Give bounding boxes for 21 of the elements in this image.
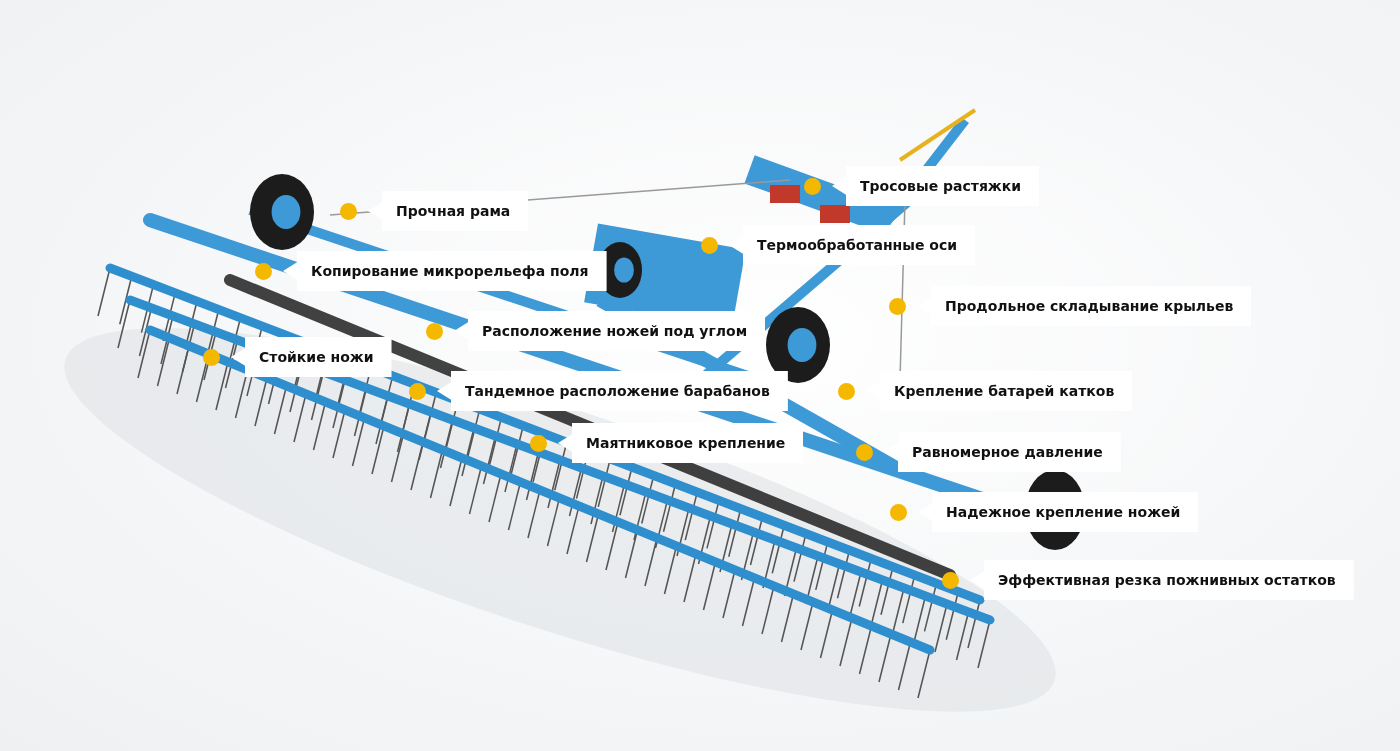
callout-label: Равномерное давление bbox=[884, 432, 1121, 472]
callout-label: Тандемное расположение барабанов bbox=[437, 371, 788, 411]
callout-label: Термообработанные оси bbox=[729, 225, 976, 265]
callout-label: Тросовые растяжки bbox=[832, 166, 1040, 206]
node-label: Термообработанные оси bbox=[757, 237, 958, 253]
node-label: Равномерное давление bbox=[912, 444, 1103, 460]
callout-label: Маятниковое крепление bbox=[558, 423, 804, 463]
callout-label: Стойкие ножи bbox=[231, 337, 392, 377]
callout-label: Расположение ножей под углом bbox=[454, 311, 766, 351]
callout-label: Прочная рама bbox=[368, 191, 529, 231]
node-label: Крепление батарей катков bbox=[894, 383, 1115, 399]
node-label: Тандемное расположение барабанов bbox=[465, 383, 770, 399]
callout-label: Эффективная резка пожнивных остатков bbox=[970, 560, 1354, 600]
callout-label: Надежное крепление ножей bbox=[918, 492, 1199, 532]
node-label: Прочная рама bbox=[396, 203, 511, 219]
callout-label: Копирование микрорельефа поля bbox=[283, 251, 607, 291]
node-label: Тросовые растяжки bbox=[860, 178, 1022, 194]
node-label: Расположение ножей под углом bbox=[482, 323, 748, 339]
node-label: Надежное крепление ножей bbox=[946, 504, 1181, 520]
node-label: Маятниковое крепление bbox=[586, 435, 786, 451]
node-label: Продольное складывание крыльев bbox=[945, 298, 1234, 314]
